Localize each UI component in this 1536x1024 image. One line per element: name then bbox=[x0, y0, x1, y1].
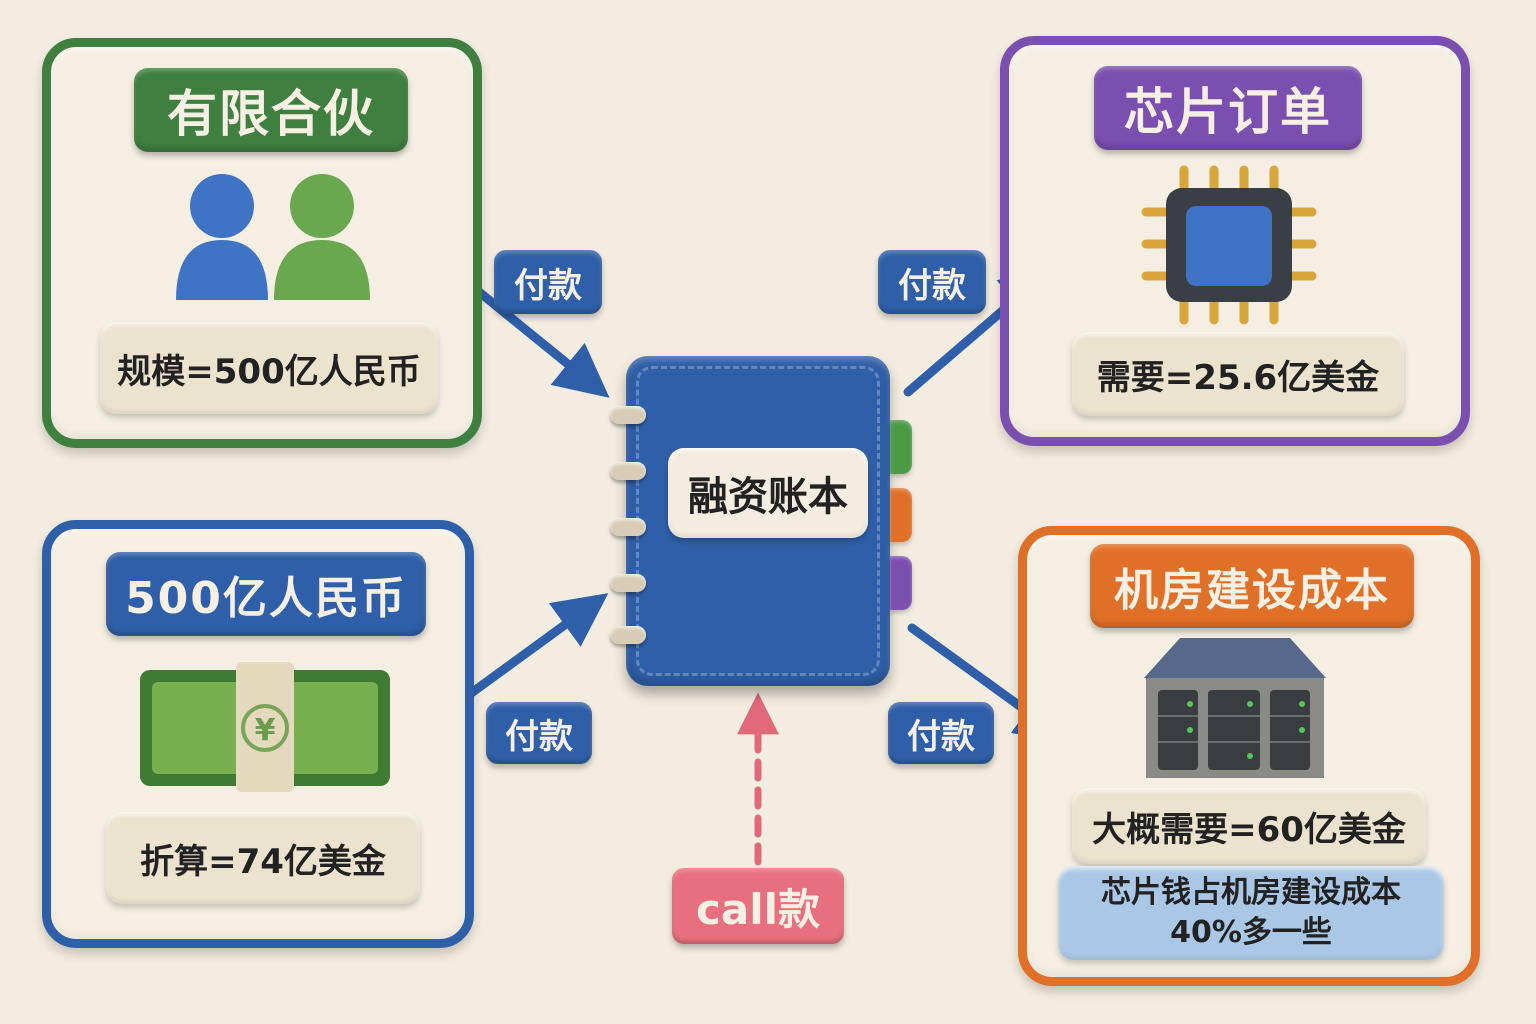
ledger-tab-green bbox=[890, 420, 912, 474]
pay-tag-top-right: 付款 bbox=[878, 250, 986, 314]
chips-title: 芯片订单 bbox=[1094, 66, 1362, 150]
ledger-ring bbox=[610, 626, 646, 644]
chips-requirement: 需要=25.6亿美金 bbox=[1072, 332, 1404, 416]
rmb-title: 500亿人民币 bbox=[106, 552, 426, 636]
datacenter-note-line2: 40%多一些 bbox=[1170, 915, 1332, 950]
server-room-icon bbox=[1144, 638, 1326, 778]
rmb-conversion: 折算=74亿美金 bbox=[106, 812, 420, 904]
pay-tag-top-left: 付款 bbox=[494, 250, 602, 314]
yuan-banknote-icon: ¥ bbox=[140, 662, 390, 792]
ledger-ring bbox=[610, 574, 646, 592]
datacenter-cost: 大概需要=60亿美金 bbox=[1072, 788, 1426, 864]
partnership-scale: 规模=500亿人民币 bbox=[100, 322, 438, 414]
ledger-tab-purple bbox=[890, 556, 912, 610]
ledger-ring bbox=[610, 462, 646, 480]
partnership-title: 有限合伙 bbox=[134, 68, 408, 152]
datacenter-note: 芯片钱占机房建设成本 40%多一些 bbox=[1058, 866, 1444, 960]
ledger-ring bbox=[610, 518, 646, 536]
chip-icon bbox=[1141, 165, 1317, 325]
call-tag: call款 bbox=[672, 868, 844, 944]
ledger-tab-orange bbox=[890, 488, 912, 542]
yuan-symbol: ¥ bbox=[255, 713, 276, 748]
datacenter-title: 机房建设成本 bbox=[1090, 544, 1414, 628]
pay-tag-bottom-right: 付款 bbox=[888, 702, 994, 764]
people-icon bbox=[176, 174, 370, 300]
datacenter-note-line1: 芯片钱占机房建设成本 bbox=[1101, 875, 1401, 910]
ledger-ring bbox=[610, 406, 646, 424]
pay-tag-bottom-left: 付款 bbox=[486, 702, 592, 764]
ledger-label: 融资账本 bbox=[668, 448, 868, 538]
